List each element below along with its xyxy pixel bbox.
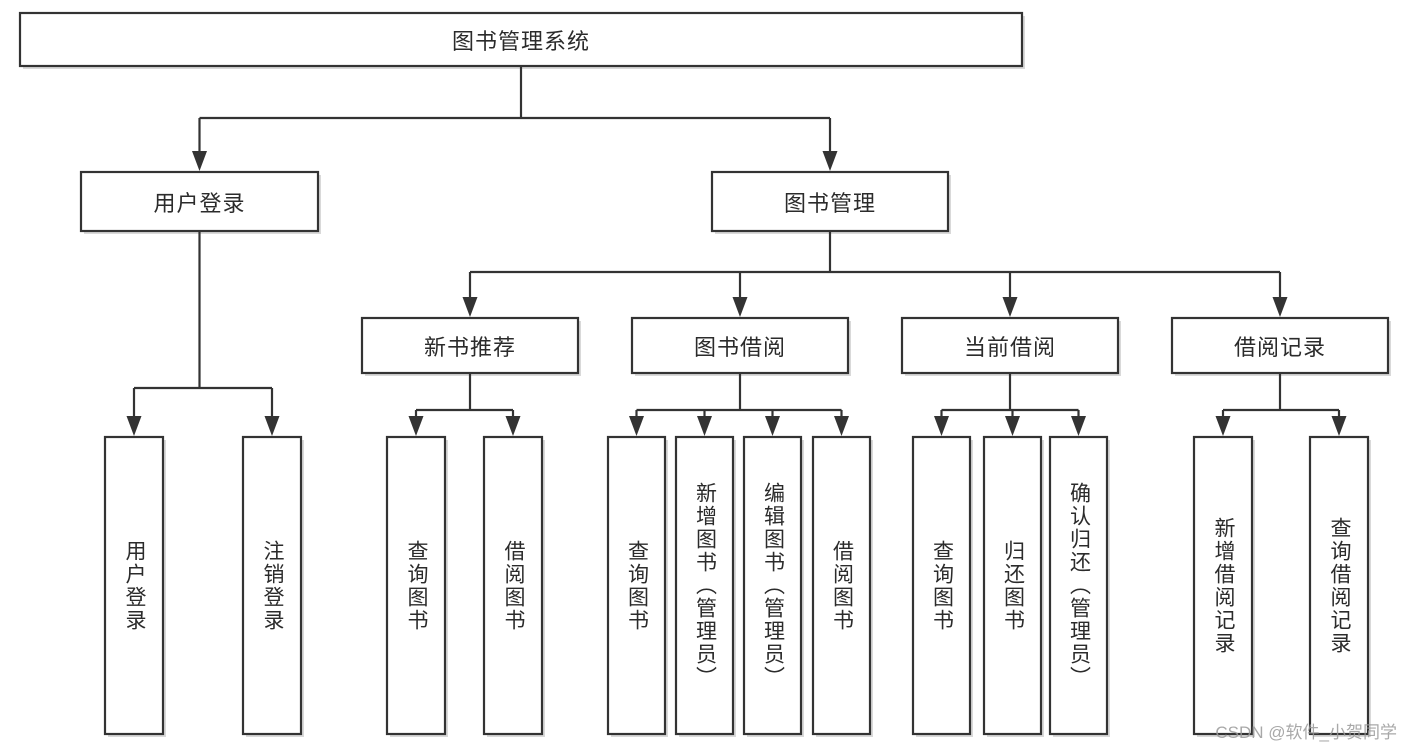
node-box-leaf-confirm-return[interactable] bbox=[1048, 435, 1109, 736]
node-box-borrow-record[interactable] bbox=[1170, 316, 1390, 375]
arrowhead-logout-leaf bbox=[264, 416, 280, 436]
node-box-book-borrow[interactable] bbox=[630, 316, 850, 375]
connector-layer bbox=[126, 66, 1347, 436]
node-box-user-login[interactable] bbox=[79, 170, 320, 233]
arrowhead-leaf-borrow-book-2 bbox=[834, 416, 849, 436]
box-layer bbox=[18, 11, 1390, 736]
node-box-book-management[interactable] bbox=[710, 170, 950, 233]
arrowhead-book-borrow bbox=[732, 297, 748, 317]
node-box-leaf-add-book[interactable] bbox=[674, 435, 735, 736]
node-box-leaf-query-book-3[interactable] bbox=[911, 435, 972, 736]
node-box-leaf-query-book-2[interactable] bbox=[606, 435, 667, 736]
node-box-leaf-borrow-book-2[interactable] bbox=[811, 435, 872, 736]
node-box-new-book-rec[interactable] bbox=[360, 316, 580, 375]
arrowhead-leaf-borrow-book-1 bbox=[505, 416, 521, 436]
arrowhead-current-borrow bbox=[1002, 297, 1018, 317]
arrowhead-leaf-edit-book bbox=[765, 416, 780, 436]
arrowhead-leaf-add-book bbox=[697, 416, 712, 436]
arrowhead-book-management bbox=[822, 151, 838, 171]
arrowhead-leaf-query-book-2 bbox=[629, 416, 644, 436]
arrowhead-leaf-add-record bbox=[1215, 416, 1231, 436]
arrowhead-leaf-query-book-1 bbox=[408, 416, 424, 436]
node-box-user-login-leaf[interactable] bbox=[103, 435, 165, 736]
arrowhead-leaf-confirm-return bbox=[1071, 416, 1086, 436]
arrowhead-leaf-query-book-3 bbox=[934, 416, 949, 436]
arrowhead-leaf-query-record bbox=[1331, 416, 1347, 436]
node-box-leaf-borrow-book-1[interactable] bbox=[482, 435, 544, 736]
arrowhead-user-login bbox=[192, 151, 207, 171]
csdn-watermark: CSDN @软件_小贺同学 bbox=[1215, 723, 1397, 742]
node-box-leaf-add-record[interactable] bbox=[1192, 435, 1254, 736]
node-box-logout-leaf[interactable] bbox=[241, 435, 303, 736]
node-box-root[interactable] bbox=[18, 11, 1024, 68]
arrowhead-user-login-leaf bbox=[126, 416, 142, 436]
arrowhead-borrow-record bbox=[1272, 297, 1288, 317]
node-box-leaf-edit-book[interactable] bbox=[742, 435, 803, 736]
node-box-current-borrow[interactable] bbox=[900, 316, 1120, 375]
node-box-leaf-query-book-1[interactable] bbox=[385, 435, 447, 736]
arrowhead-new-book-rec bbox=[462, 297, 478, 317]
node-box-leaf-query-record[interactable] bbox=[1308, 435, 1370, 736]
arrowhead-leaf-return-book bbox=[1005, 416, 1020, 436]
node-box-leaf-return-book[interactable] bbox=[982, 435, 1043, 736]
